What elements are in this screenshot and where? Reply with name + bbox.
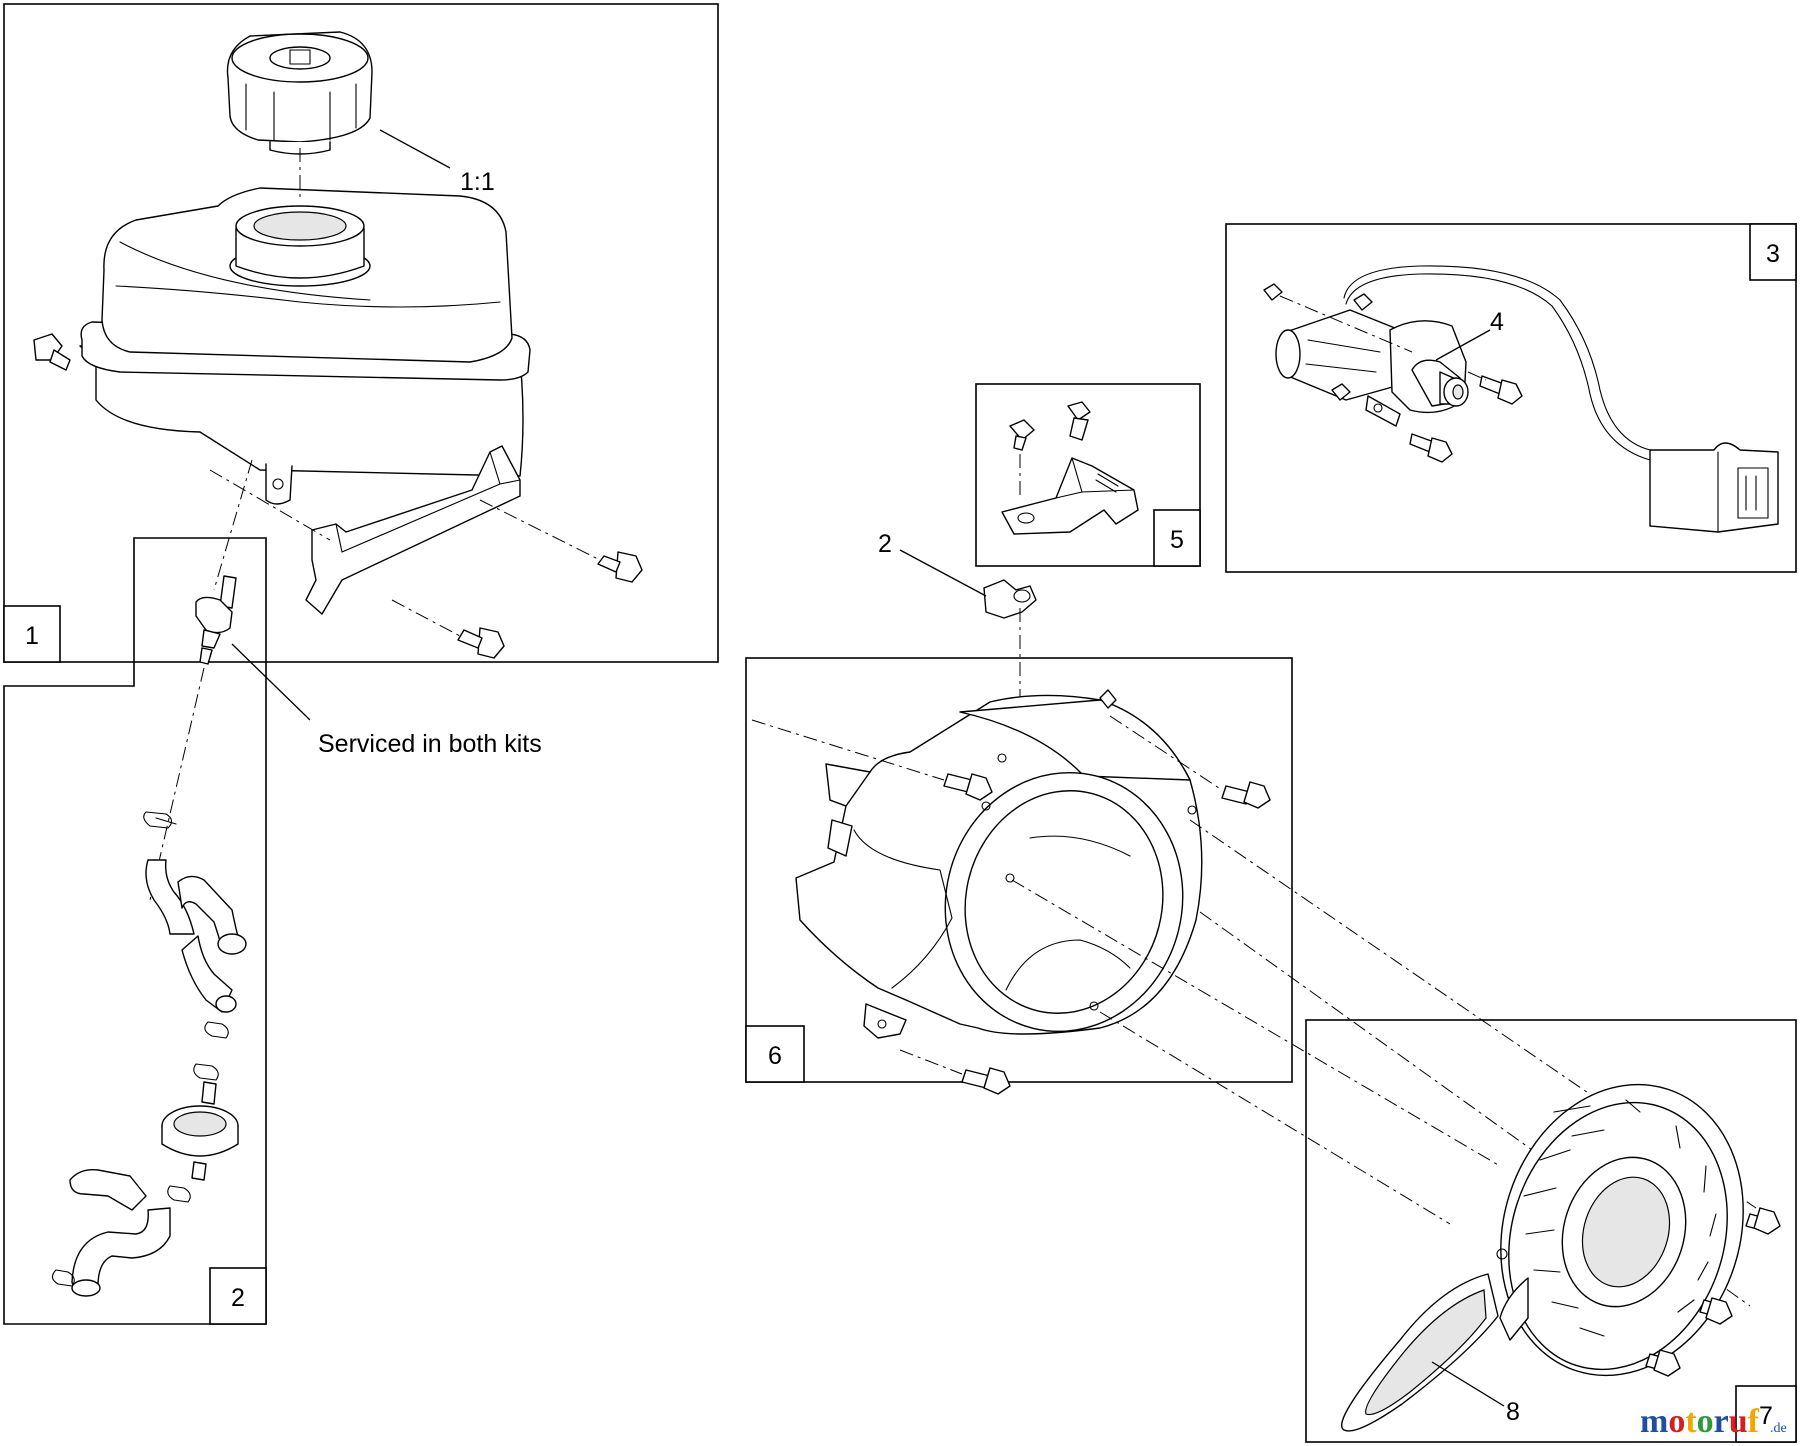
bracket-box bbox=[975, 383, 1201, 567]
blower-housing-box bbox=[745, 657, 1293, 1083]
fuel-tank-box bbox=[3, 3, 719, 663]
bracket-bolt-right bbox=[597, 551, 643, 583]
fuel-tank-box-number: 1 bbox=[25, 622, 39, 650]
watermark-tld: .de bbox=[1770, 1421, 1787, 1436]
housing-recoil-axis-4 bbox=[1199, 911, 1751, 1307]
starter-harness-box-number: 3 bbox=[1766, 240, 1780, 268]
tank-bracket bbox=[305, 445, 521, 615]
starter-harness-box-tag bbox=[1749, 223, 1797, 281]
starter-bolt-3 bbox=[1479, 375, 1523, 405]
bolt-axis-left bbox=[209, 469, 331, 541]
fuel-line-box-tag bbox=[209, 1267, 267, 1325]
shared-fitting-leader bbox=[231, 643, 311, 721]
starter-motor-label: 4 bbox=[1490, 308, 1504, 336]
recoil-handle-label: 8 bbox=[1506, 1398, 1520, 1426]
bolt-axis-right bbox=[479, 499, 601, 561]
recoil-bolt-3 bbox=[1645, 1349, 1681, 1377]
starter-harness-box bbox=[1225, 223, 1797, 573]
fuel-line-box-number: 2 bbox=[231, 1284, 245, 1312]
bolt-axis-bottom bbox=[391, 599, 461, 637]
housing-bolt-3 bbox=[961, 1067, 1011, 1095]
starter-harness bbox=[1343, 265, 1779, 533]
fuel-tank bbox=[79, 187, 531, 505]
fuel-line-group: 2 bbox=[3, 537, 542, 1325]
upper-hose bbox=[145, 859, 247, 1013]
housing-bolt-2 bbox=[1221, 781, 1271, 809]
recoil-starter-box-tag bbox=[1735, 1385, 1797, 1443]
recoil-starter-group: 7 8 bbox=[1305, 1019, 1797, 1443]
recoil-starter bbox=[1496, 1083, 1744, 1377]
housing-bolt-1 bbox=[943, 773, 993, 801]
starter-harness-group: 3 bbox=[1225, 223, 1797, 573]
hose-clip-4 bbox=[167, 1185, 191, 1203]
starter-motor-leader bbox=[1435, 329, 1491, 361]
blower-housing-group: 6 bbox=[745, 657, 1293, 1095]
bracket-group: 5 bbox=[975, 383, 1201, 567]
housing-axis-2 bbox=[1109, 715, 1223, 791]
starter-bolt-4 bbox=[1409, 433, 1453, 463]
bracket-box-tag bbox=[1153, 509, 1201, 567]
blower-housing-box-number: 6 bbox=[768, 1042, 782, 1070]
starter-bolt-2 bbox=[1331, 383, 1351, 401]
lower-hose bbox=[69, 1169, 171, 1297]
tank-fitting-axis-line bbox=[213, 459, 253, 591]
recoil-starter-box bbox=[1305, 1019, 1797, 1443]
shutoff-fitting bbox=[195, 575, 237, 665]
housing-recoil-axis-2 bbox=[1011, 879, 1501, 1167]
fuel-tank-group: 1 bbox=[3, 3, 719, 663]
fuel-cap bbox=[226, 31, 373, 155]
shared-fitting-note: Serviced in both kits bbox=[318, 730, 542, 758]
recoil-handle-leader bbox=[1431, 1361, 1505, 1407]
watermark-logo: motoruf .de bbox=[1640, 1403, 1787, 1440]
starter-bolt-axis bbox=[1467, 371, 1487, 381]
starter-axis-line bbox=[1279, 295, 1413, 353]
fuel-line-box bbox=[3, 537, 267, 1325]
recoil-bolt-1 bbox=[1745, 1207, 1781, 1235]
starter-bolt-1 bbox=[1263, 283, 1283, 301]
housing-axis-1 bbox=[751, 719, 945, 781]
clip-label: 2 bbox=[878, 530, 892, 558]
bracket-bolt-bottom bbox=[457, 627, 505, 659]
bracket-bolt-b bbox=[1067, 401, 1091, 441]
tank-bolt-left bbox=[33, 333, 71, 371]
recoil-starter-box-number: 7 bbox=[1759, 1402, 1773, 1430]
fuel-cap-leader bbox=[379, 129, 451, 169]
blower-housing bbox=[795, 689, 1203, 1039]
hose-clip-2 bbox=[204, 1021, 229, 1039]
watermark-brand: motoruf bbox=[1640, 1403, 1760, 1440]
housing-axis-3 bbox=[899, 1049, 963, 1075]
clip-part: 2 bbox=[878, 530, 1037, 760]
bracket-box-number: 5 bbox=[1170, 526, 1184, 554]
blower-housing-box-tag bbox=[745, 1025, 805, 1083]
clip-leader bbox=[899, 549, 987, 597]
recoil-bolt-2 bbox=[1699, 1297, 1733, 1325]
housing-recoil-axis-3 bbox=[1099, 1011, 1451, 1225]
fuel-tank-box-tag bbox=[3, 605, 61, 663]
bracket-bolt-a bbox=[1009, 419, 1035, 451]
starter-motor bbox=[1275, 293, 1469, 427]
hose-clip-5 bbox=[51, 1269, 75, 1287]
fuel-cap-label: 1:1 bbox=[460, 168, 495, 196]
hose-clip-3 bbox=[193, 1063, 219, 1081]
recoil-handle bbox=[1340, 1273, 1499, 1432]
bracket-plate bbox=[1001, 457, 1139, 535]
inline-filter bbox=[161, 1081, 239, 1181]
hose-clip-1 bbox=[143, 811, 177, 829]
